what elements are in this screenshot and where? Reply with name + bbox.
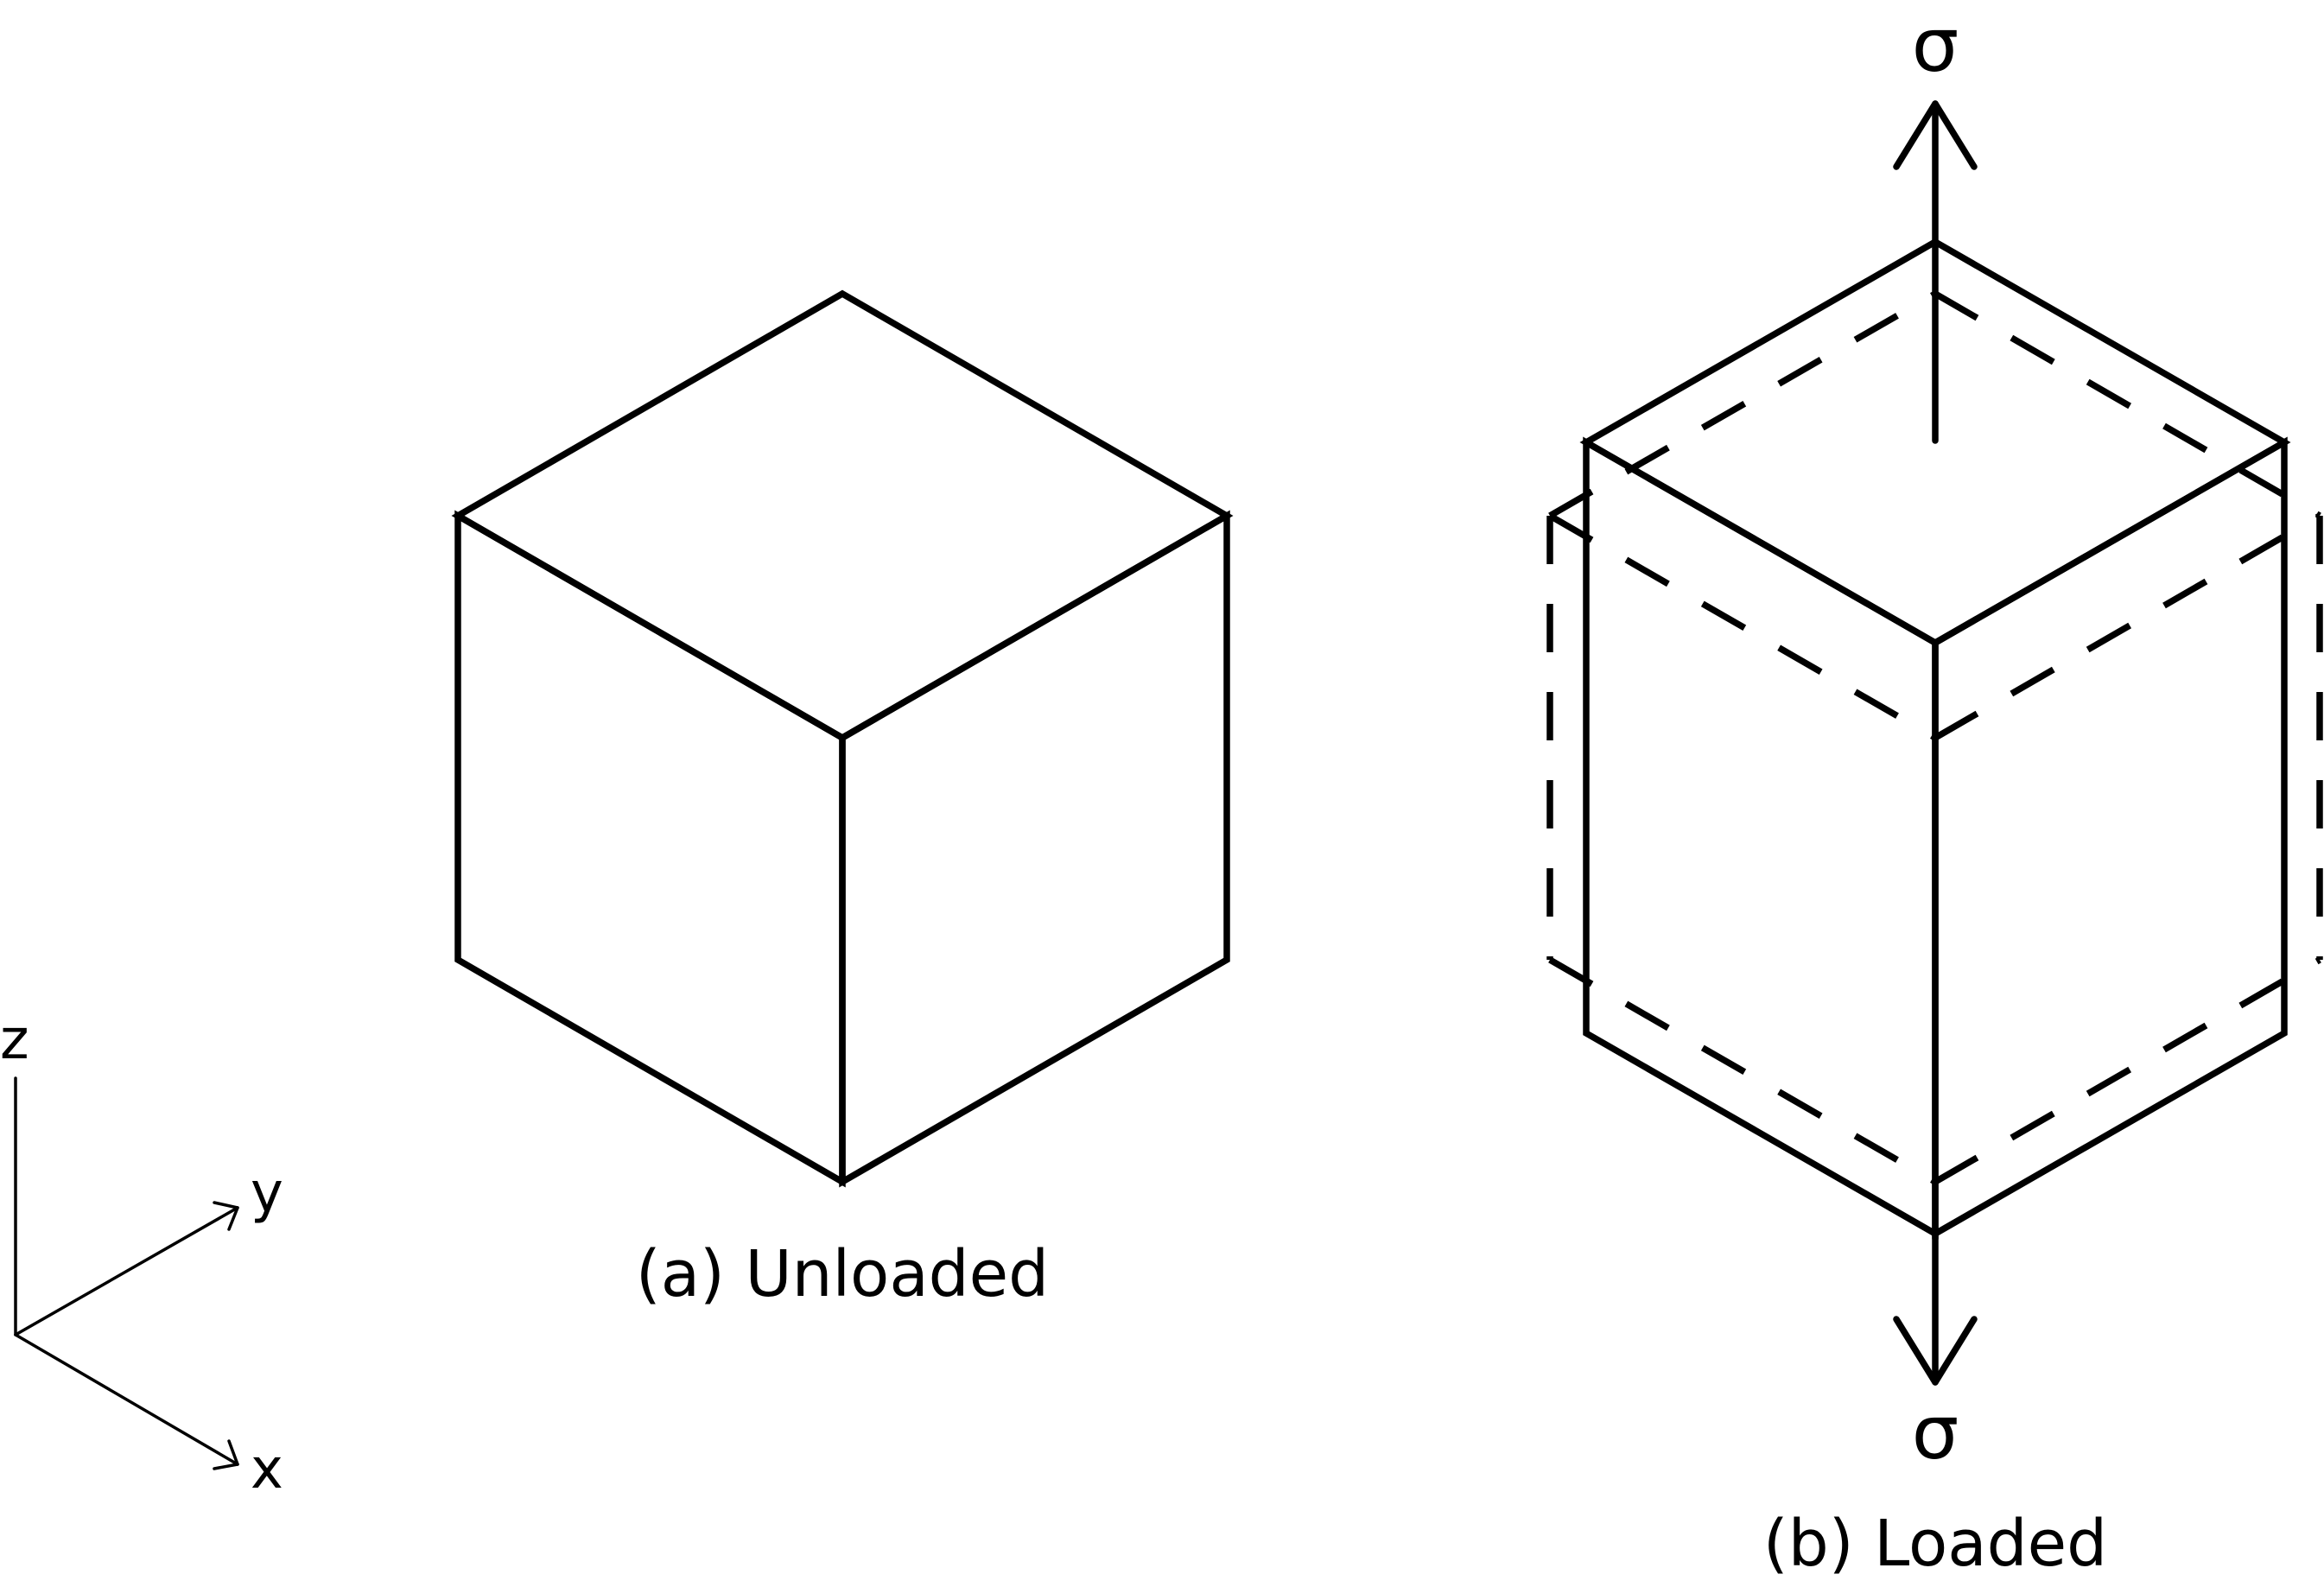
original-top-left-edge bbox=[1548, 290, 1937, 519]
deformed-prism-right-face bbox=[1932, 436, 2288, 1240]
original-front-right-edge bbox=[1933, 512, 2321, 741]
unloaded-cube-right-face bbox=[839, 510, 1230, 1188]
y-axis-line bbox=[14, 1206, 239, 1336]
deformed-prism-left-face bbox=[1583, 436, 1939, 1240]
original-shape-outline bbox=[1546, 290, 2323, 1185]
x-axis-line bbox=[14, 1333, 239, 1466]
z-axis-label: z bbox=[0, 1008, 29, 1072]
bottom-arrowhead bbox=[1893, 1316, 1978, 1386]
top-arrowhead bbox=[1893, 100, 1978, 170]
bottom-stress-label: σ bbox=[1912, 1390, 1959, 1476]
y-axis-label: y bbox=[251, 1161, 283, 1225]
y-axis-arrowhead bbox=[213, 1201, 239, 1231]
unloaded-cube-top-face bbox=[451, 289, 1234, 742]
loaded-caption: (b) Loaded bbox=[1763, 1507, 2107, 1581]
unloaded-caption: (a) Unloaded bbox=[636, 1237, 1049, 1311]
original-top-right-edge bbox=[1933, 290, 2321, 519]
unloaded-cube-left-face bbox=[454, 510, 846, 1188]
top-stress-label: σ bbox=[1912, 3, 1959, 89]
original-bottom-right-edge bbox=[1933, 956, 2321, 1185]
bottom-stress-arrow bbox=[1893, 1230, 1978, 1386]
unloaded-cube bbox=[451, 289, 1234, 1188]
original-bottom-left-edge bbox=[1548, 956, 1937, 1185]
coordinate-axes: z y x bbox=[0, 1008, 283, 1501]
top-stress-arrow bbox=[1893, 100, 1978, 444]
x-axis-arrowhead bbox=[213, 1439, 239, 1470]
original-front-left-edge bbox=[1548, 512, 1937, 741]
x-axis-label: x bbox=[251, 1438, 283, 1501]
